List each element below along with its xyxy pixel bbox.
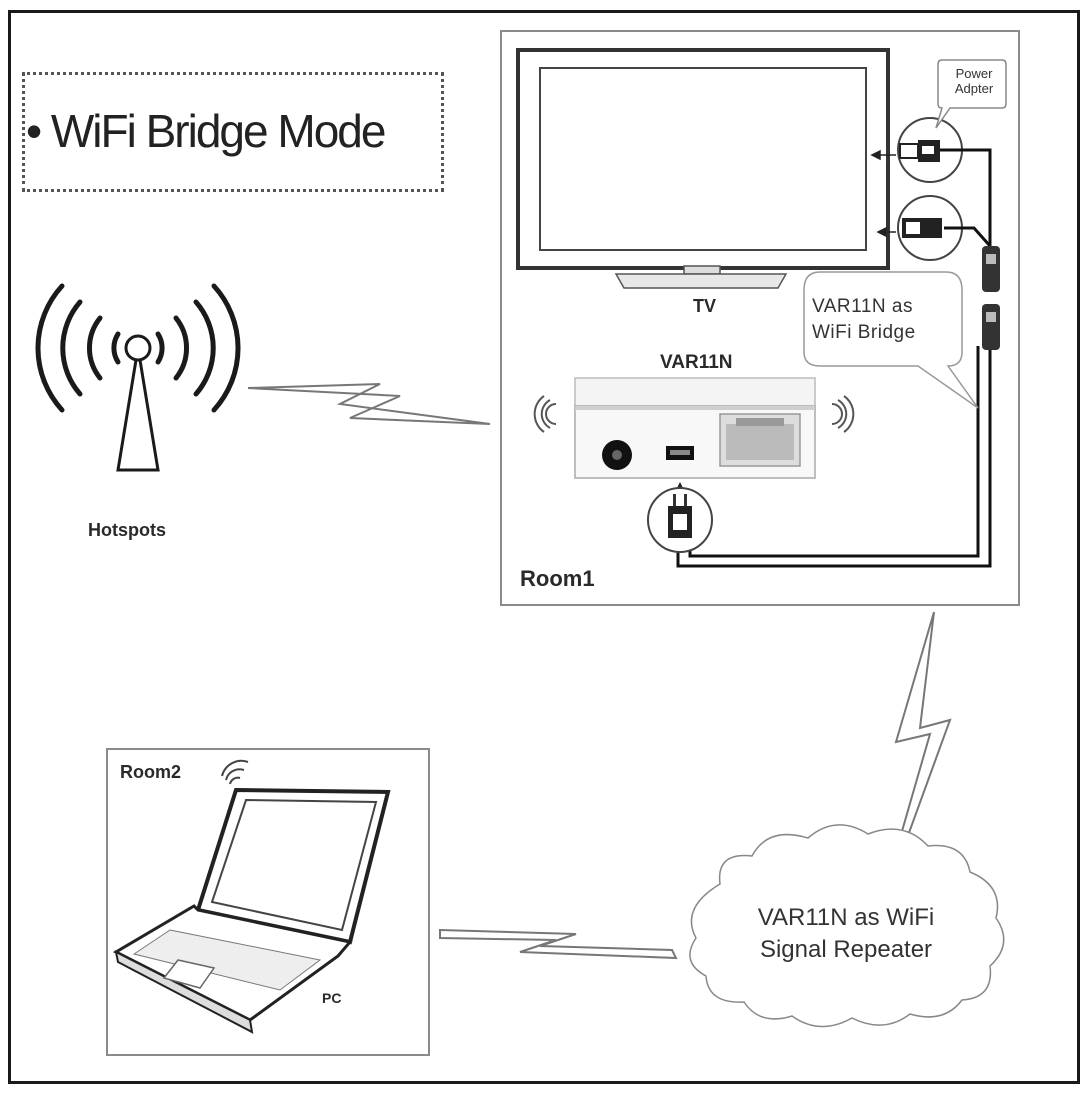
bridge-callout [803,271,979,409]
power-adapter-label: Power Adpter [946,66,1002,96]
tv-port-arrows [870,149,896,238]
bridge-line1: VAR11N as [812,296,913,317]
var11n-device-icon [574,377,816,479]
power-adapter-callout [935,59,1007,129]
video-connector-icon [897,195,963,261]
tv-icon [516,48,890,289]
usb-connector-icon [897,117,963,183]
page-title: • WiFi Bridge Mode [26,104,387,158]
wireless-link-pc-repeater [439,928,678,960]
repeater-cloud-text: VAR11N as WiFi Signal Repeater [720,902,972,966]
power-adapter-line2: Adpter [954,81,994,96]
room2-label: Room2 [120,762,182,782]
device-wifi-waves-icon [533,395,855,433]
repeater-line2: Signal Repeater [759,936,933,963]
room1-box [500,30,1020,606]
hotspots-label: Hotspots [88,520,166,540]
bridge-callout-text: VAR11N as WiFi Bridge [812,294,916,346]
power-adapter-line1: Power [955,66,993,81]
laptop-wifi-icon [221,759,249,785]
cable-ferrites [982,246,1000,350]
bullet-icon: • [26,105,42,157]
laptop-icon [112,787,391,1034]
bridge-line2: WiFi Bridge [812,322,916,343]
pc-label: PC [322,990,342,1006]
title-box [22,72,444,192]
wireless-link-hotspot [247,383,491,425]
device-label: VAR11N [660,352,733,373]
wireless-link-room1-repeater [894,611,952,853]
tv-label: TV [693,296,717,316]
room2-box [106,748,430,1056]
room1-label: Room1 [520,566,595,591]
power-plug-icon [647,482,713,553]
hotspot-tower-icon [35,283,241,472]
repeater-line1: VAR11N as WiFi [757,904,935,931]
title-label: WiFi Bridge Mode [50,105,387,157]
repeater-cloud [689,824,1005,1028]
